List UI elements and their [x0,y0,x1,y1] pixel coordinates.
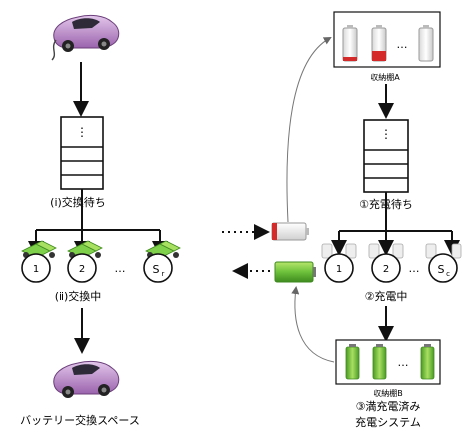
swap-servers-ellipsis: … [115,262,126,275]
charger-servers-ellipsis: … [409,262,420,275]
full-charged-label: ③満充電済み [356,399,421,413]
full-battery-icon [420,344,435,380]
swap-server-2 [67,253,97,283]
depleted-battery-icon [271,222,309,241]
storage-b-label: 収納棚B [373,388,403,398]
charger-server-2-label: 2 [383,264,389,275]
swap-queue-buffer [60,116,104,190]
charger-icon [425,243,462,259]
charger-server-1 [324,253,354,283]
charger-server-1-label: 1 [336,264,342,275]
arriving-car-icon [51,14,120,61]
full-battery-icon [345,344,360,380]
charge-queue-dots: ⋮ [380,127,392,141]
storage-a-ellipsis: … [397,38,408,51]
swap-robot-icon [67,240,103,259]
empty-battery-icon [418,25,434,62]
swap-server-s [143,253,173,283]
empty-battery-icon [342,25,358,62]
empty-battery-icon [371,25,387,62]
swap-queue-label: (ⅰ)交換待ち [50,195,106,209]
swap-space-caption: バッテリー交換スペース [20,413,140,427]
storage-b-ellipsis: … [398,356,409,369]
charger-icon [321,243,357,259]
swap-server-2-label: 2 [79,264,85,275]
charged-battery-icon [274,261,316,283]
full-battery-icon [372,344,387,380]
charging-system-caption: 充電システム [355,415,421,429]
arrow-depleted-to-storage-a [286,37,332,223]
swap-server-1-label: 1 [33,264,39,275]
swap-server-s-subscript: r [162,270,165,278]
swap-queue-dots: ⋮ [76,125,88,139]
swap-server-1 [21,253,51,283]
swap-in-service-label: (ⅱ)交換中 [55,289,102,303]
swap-server-s-label: S [153,263,160,276]
charger-server-s [428,253,458,283]
departing-car-icon [53,360,120,398]
charger-server-2 [371,253,401,283]
charger-server-s-label: S [438,263,445,276]
charge-queue-buffer [363,119,409,193]
charger-server-s-subscript: c [446,270,450,278]
arrow-storage-b-to-transfer [291,286,335,363]
storage-a-label: 収納棚A [370,72,400,82]
charger-icon [368,243,404,259]
charging-label: ②充電中 [365,289,408,303]
